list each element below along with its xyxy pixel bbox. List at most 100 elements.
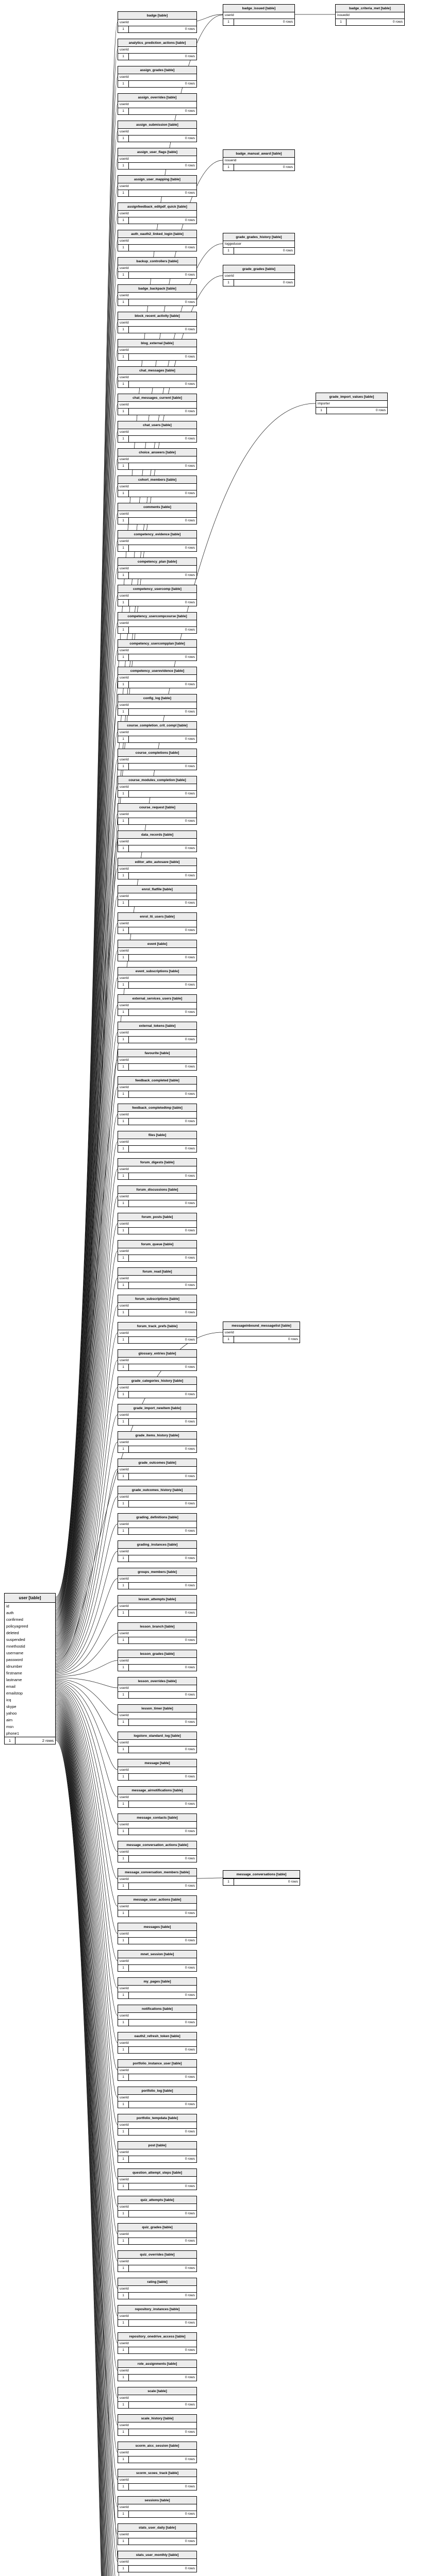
table-node-assignfeedback_editpdf_quick[interactable]: assignfeedback_editpdf_quick [table]user…: [118, 202, 197, 224]
table-node-analytics_prediction_actions[interactable]: analytics_prediction_actions [table]user…: [118, 39, 197, 60]
table-node-course_completion_crit_compl[interactable]: course_completion_crit_compl [table]user…: [118, 721, 197, 743]
table-node-message_conversation_actions[interactable]: message_conversation_actions [table]user…: [118, 1841, 197, 1862]
table-node-message_conversation_members[interactable]: message_conversation_members [table]user…: [118, 1868, 197, 1890]
table-node-repository_onedrive_access[interactable]: repository_onedrive_access [table]userid…: [118, 2332, 197, 2354]
table-node-messageinbound_messagelist[interactable]: messageinbound_messagelist [table]userid…: [223, 1321, 300, 1343]
